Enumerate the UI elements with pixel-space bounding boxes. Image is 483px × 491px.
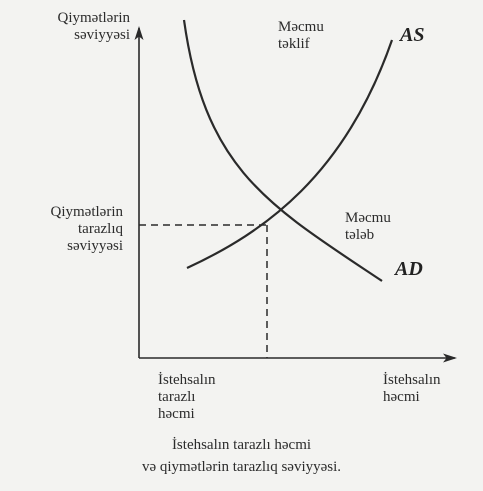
x-axis-label: İstehsalın həcmi [383, 372, 441, 406]
demand-caption-line2: tələb [345, 227, 375, 243]
figure-caption: İstehsalın tarazlı həcmi və qiymətlərin … [0, 434, 483, 478]
demand-caption-line1: Məcmu [345, 210, 391, 226]
demand-caption: Məcmu tələb [345, 210, 391, 244]
ad-curve-label: AD [395, 258, 423, 280]
as-curve-label: AS [400, 24, 425, 46]
y-axis-arrow [134, 26, 144, 40]
y-axis-label-line1: Qiymətlərin [57, 10, 130, 26]
figure-caption-line2: və qiymətlərin tarazlıq səviyyəsi. [141, 459, 342, 475]
x-axis-label-line2: həcmi [383, 389, 420, 405]
equilibrium-price-line1: Qiymətlərin [50, 204, 123, 220]
equilibrium-price-label: Qiymətlərin tarazlıq səviyyəsi [10, 204, 123, 255]
equilibrium-quantity-label: İstehsalın tarazlı həcmi [158, 372, 216, 423]
equilibrium-quantity-line3: həcmi [158, 406, 195, 422]
equilibrium-price-line3: səviyyəsi [67, 238, 123, 254]
supply-caption-line1: Məcmu [278, 19, 324, 35]
supply-caption-line2: təklif [278, 36, 310, 52]
equilibrium-quantity-line2: tarazlı [158, 389, 196, 405]
as-curve [186, 39, 394, 269]
equilibrium-price-line2: tarazlıq [78, 221, 123, 237]
x-axis-label-line1: İstehsalın [383, 372, 441, 388]
supply-caption: Məcmu təklif [278, 19, 324, 53]
y-axis-label: Qiymətlərin səviyyəsi [10, 10, 130, 44]
y-axis-label-line2: səviyyəsi [74, 27, 130, 43]
equilibrium-quantity-line1: İstehsalın [158, 372, 216, 388]
ad-curve [182, 19, 383, 282]
figure-caption-line1: İstehsalın tarazlı həcmi [171, 437, 312, 453]
x-axis-arrow [443, 353, 457, 363]
